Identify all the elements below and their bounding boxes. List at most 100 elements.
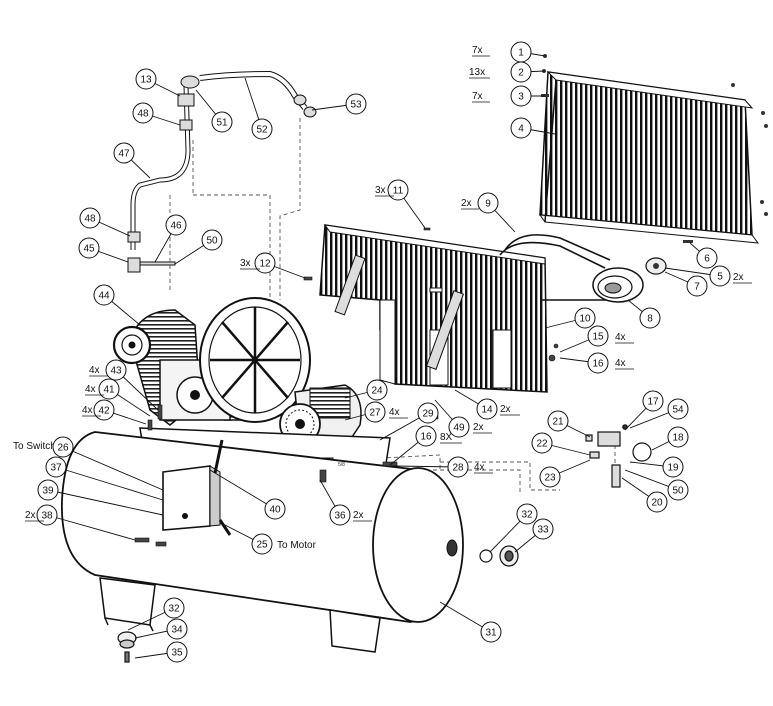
quantity-label: 2x: [461, 198, 472, 209]
callout-25: 25: [224, 524, 273, 555]
callout-circle: [686, 275, 708, 297]
callout-circle: [417, 402, 439, 424]
callout-number: 4: [518, 124, 524, 135]
callout-number: 6: [704, 254, 710, 265]
callout-5: 5 2x: [664, 265, 752, 287]
callout-6: 6: [689, 242, 718, 269]
callout-number: 19: [667, 463, 679, 474]
callout-circle: [79, 207, 101, 229]
callout-circle: [667, 479, 689, 501]
callout-46: 46: [154, 214, 187, 263]
callout-circle: [510, 85, 532, 107]
drain-valve: [117, 545, 519, 663]
callout-47: 47: [113, 142, 151, 179]
callout-number: 1: [518, 48, 524, 59]
callout-26: 26: [52, 436, 164, 491]
callout-circle: [166, 618, 188, 640]
quantity-label: 4x: [615, 358, 626, 369]
callout-circle: [36, 504, 58, 526]
callout-number: 45: [83, 244, 95, 255]
callout-circle: [447, 456, 469, 478]
pressure-switch-box: [162, 465, 221, 531]
callout-4: 4: [510, 117, 556, 139]
callout-13: 13: [135, 68, 181, 97]
leader-line: [47, 489, 164, 516]
callout-circle: [165, 214, 187, 236]
callout-circle: [510, 61, 532, 83]
callout-circle: [532, 518, 554, 540]
callout-53: 53: [311, 93, 367, 115]
callout-39: 39: [37, 479, 164, 516]
callout-54: 54: [629, 398, 689, 429]
callout-51: 51: [195, 89, 233, 133]
callout-35: 35: [134, 641, 188, 663]
callout-circle: [477, 192, 499, 214]
callout-circle: [93, 399, 115, 421]
callout-number: 5: [717, 272, 723, 283]
belt-guard-front: [319, 224, 548, 393]
callout-48: 48: [132, 102, 181, 126]
callout-circle: [646, 491, 668, 513]
conduit: [213, 439, 232, 536]
quantity-label: 2x: [733, 272, 744, 283]
callout-number: 12: [259, 259, 271, 270]
callout-number: 43: [110, 366, 122, 377]
callout-number: 39: [42, 486, 54, 497]
callout-number: 23: [544, 473, 556, 484]
callout-number: 50: [206, 236, 218, 247]
callout-10: 10: [544, 307, 596, 329]
callout-circle: [696, 247, 718, 269]
quantity-label: 4x: [615, 332, 626, 343]
quantity-label: 2x: [25, 510, 36, 521]
callout-circle: [105, 359, 127, 381]
leader-line: [209, 469, 276, 510]
callout-circle: [45, 456, 67, 478]
callout-31: 31: [439, 601, 502, 643]
callout-40: 40: [209, 469, 286, 520]
callout-circle: [642, 390, 664, 412]
quantity-label: 2x: [473, 422, 484, 433]
callout-circle: [211, 111, 233, 133]
leader-line: [394, 465, 459, 468]
leader-line: [55, 466, 164, 501]
callout-number: 11: [393, 186, 404, 197]
motor-pulley: [592, 267, 644, 303]
callout-number: 32: [168, 604, 180, 615]
tank-feet: [99, 577, 381, 653]
callout-number: 48: [137, 109, 149, 120]
callout-number: 10: [579, 314, 591, 325]
callout-circle: [98, 378, 120, 400]
callout-circle: [37, 479, 59, 501]
callout-number: 49: [453, 423, 465, 434]
quantity-label: 4x: [89, 365, 100, 376]
callout-52: 52: [244, 77, 273, 140]
callout-circle: [366, 379, 388, 401]
callout-number: 44: [98, 291, 110, 302]
callout-circle: [547, 410, 569, 432]
callout-number: 48: [84, 214, 96, 225]
quantity-label: 3x: [240, 258, 251, 269]
quantity-label: 4x: [389, 407, 400, 418]
callout-circle: [639, 307, 661, 329]
callout-number: 54: [672, 405, 684, 416]
callout-8: 8: [627, 299, 661, 329]
callout-circle: [531, 432, 553, 454]
quantity-label: 4x: [474, 462, 485, 473]
callout-number: 9: [485, 199, 491, 210]
callout-number: 40: [269, 505, 281, 516]
callout-circle: [574, 307, 596, 329]
callout-34: 34: [134, 618, 188, 640]
callout-number: 46: [170, 221, 182, 232]
callout-3: 37x: [472, 85, 545, 107]
callout-circle: [510, 117, 532, 139]
guard-screws: [541, 54, 768, 243]
